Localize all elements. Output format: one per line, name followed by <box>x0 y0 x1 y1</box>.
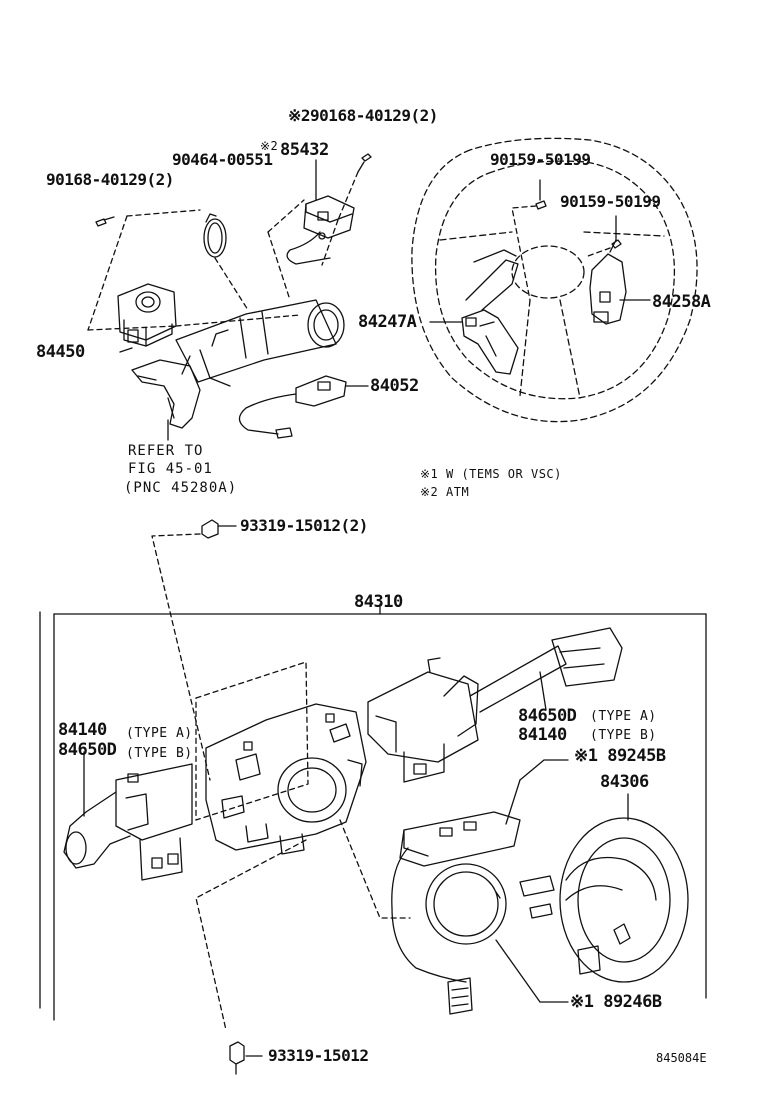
label-84310: 84310 <box>354 592 403 612</box>
harness-84052 <box>238 375 369 439</box>
label-84258A: 84258A <box>652 292 711 312</box>
switch-body <box>205 703 367 855</box>
reference-line-2: FIG 45-01 <box>128 461 213 477</box>
label-84306: 84306 <box>600 772 649 792</box>
label-84052: 84052 <box>370 376 419 396</box>
label-93319-bottom: 93319-15012 <box>268 1046 369 1065</box>
label-90168-top: ※290168-40129(2) <box>288 106 438 125</box>
label-84247A: 84247A <box>358 312 417 332</box>
spiral-cable-84306 <box>519 793 689 983</box>
label-84140-right: 84140 <box>518 725 567 745</box>
label-type-b-right: (TYPE B) <box>590 728 657 743</box>
note-1: ※1 W (TEMS OR VSC) <box>420 467 562 481</box>
reference-line-1: REFER TO <box>128 443 204 459</box>
label-84450: 84450 <box>36 342 85 362</box>
label-84650D-left: 84650D <box>58 740 117 760</box>
column-cover-assembly <box>87 153 372 441</box>
label-90159-b: 90159-50199 <box>560 192 661 211</box>
label-84650D-right: 84650D <box>518 706 577 726</box>
steering-column-tube <box>175 299 345 387</box>
spiral-ring-89246B <box>425 863 569 1003</box>
label-89245B: ※1 89245B <box>574 746 666 766</box>
right-switch-lever <box>367 627 623 783</box>
label-85432-mark: ※2 <box>260 139 279 153</box>
screw-90159-a <box>535 179 547 210</box>
label-type-b-left: (TYPE B) <box>126 746 193 761</box>
label-84140-left: 84140 <box>58 720 107 740</box>
label-90464: 90464-00551 <box>172 150 273 169</box>
sensor-85432 <box>286 159 355 265</box>
screw-90168-left <box>95 216 115 227</box>
steering-wheel <box>411 137 698 423</box>
screw-93319-top <box>201 519 237 539</box>
catalog-code: 845084E <box>656 1051 707 1065</box>
clamp-ring-90464 <box>203 213 227 258</box>
screw-93319-bottom <box>229 1041 263 1075</box>
label-89246B: ※1 89246B <box>570 992 662 1012</box>
lower-column-cover <box>131 359 201 429</box>
screw-90159-b <box>611 215 622 249</box>
label-90159-a: 90159-50199 <box>490 150 591 169</box>
label-type-a-right: (TYPE A) <box>590 709 657 724</box>
label-type-a-left: (TYPE A) <box>126 726 193 741</box>
note-2: ※2 ATM <box>420 485 470 499</box>
screw-90168-top <box>357 153 372 173</box>
ignition-lock-84450 <box>117 283 177 347</box>
reference-line-3: (PNC 45280A) <box>124 480 238 496</box>
label-85432: 85432 <box>280 140 329 160</box>
combination-switch-84310 <box>39 603 707 1031</box>
left-switch-lever <box>63 751 193 881</box>
label-90168-left: 90168-40129(2) <box>46 170 174 189</box>
label-93319-top: 93319-15012(2) <box>240 516 368 535</box>
switch-84247A <box>461 249 519 375</box>
clock-spring-89245B <box>391 759 569 1015</box>
